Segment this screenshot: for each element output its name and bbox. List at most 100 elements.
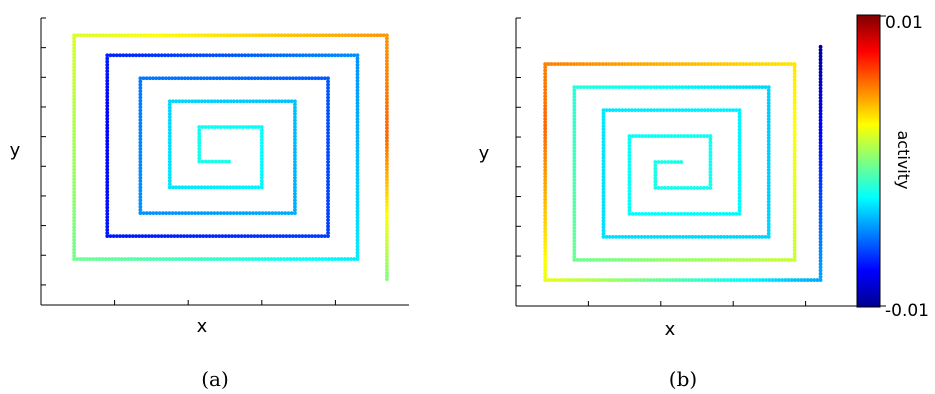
spiral-point-a (138, 95, 143, 100)
spiral-point-b (597, 62, 602, 66)
spiral-point-b (572, 203, 577, 208)
spiral-point-b (783, 258, 787, 262)
spiral-point-b (572, 139, 577, 144)
spiral-point-b (601, 212, 606, 217)
spiral-point-a (105, 186, 110, 191)
spiral-point-b (627, 186, 632, 190)
spiral-point-a (72, 65, 77, 70)
spiral-point-b (655, 85, 660, 90)
spiral-point-a (241, 211, 246, 216)
spiral-point-a (326, 127, 330, 132)
spiral-point-b (601, 222, 606, 227)
spiral-point-a (293, 176, 297, 180)
spiral-point-a (385, 113, 389, 118)
spiral-point-b (818, 243, 823, 247)
spiral-point-b (630, 234, 634, 239)
spiral-point-a (127, 53, 132, 58)
spiral-point-b (763, 234, 768, 239)
spiral-point-a (206, 99, 211, 104)
spiral-point-b (572, 117, 577, 122)
spiral-point-a (346, 33, 351, 38)
spiral-point-a (385, 209, 389, 214)
spiral-point-b (543, 262, 548, 266)
spiral-point-a (385, 200, 389, 205)
spiral-point-a (232, 99, 236, 104)
spiral-point-b (766, 174, 771, 179)
spiral-point-b (601, 158, 606, 163)
spiral-point-a (72, 244, 77, 249)
spiral-point-a (138, 153, 143, 158)
spiral-point-b (728, 258, 733, 262)
spiral-point-a (378, 33, 383, 38)
spiral-point-a (167, 211, 172, 216)
spiral-point-b (669, 160, 674, 164)
spiral-point-b (702, 134, 706, 138)
spiral-point-b (780, 278, 785, 282)
spiral-point-a (326, 192, 330, 197)
spiral-point-b (818, 153, 823, 158)
spiral-point-a (355, 85, 360, 90)
spiral-point-b (766, 136, 771, 141)
spiral-point-a (355, 218, 360, 223)
spiral-point-a (192, 76, 197, 81)
spiral-point-b (677, 62, 682, 66)
spiral-point-b (766, 97, 771, 102)
spiral-point-b (572, 107, 577, 112)
spiral-point-a (72, 180, 77, 185)
spiral-point-b (789, 62, 794, 66)
spiral-point-a (167, 128, 172, 132)
spiral-point-b (708, 176, 713, 181)
spiral-point-a (138, 179, 143, 183)
spiral-point-a (72, 186, 77, 191)
spiral-point-a (105, 192, 110, 197)
spiral-point-b (708, 143, 713, 148)
spiral-point-b (696, 258, 701, 262)
spiral-point-b (818, 99, 823, 104)
spiral-point-a (385, 94, 389, 99)
spiral-point-b (738, 278, 743, 282)
spiral-point-b (792, 100, 797, 105)
spiral-point-a (231, 185, 236, 190)
spiral-point-a (225, 125, 230, 129)
spiral-point-a (105, 104, 110, 108)
spiral-point-b (565, 62, 570, 66)
spiral-point-b (751, 62, 755, 66)
spiral-point-a (167, 172, 172, 177)
spiral-point-b (659, 211, 664, 216)
spiral-point-b (737, 114, 742, 119)
spiral-point-a (105, 94, 110, 99)
spiral-point-b (805, 278, 810, 282)
spiral-point-a (138, 98, 143, 103)
spiral-point-b (818, 134, 823, 139)
spiral-point-b (633, 211, 638, 216)
spiral-point-b (760, 85, 765, 90)
spiral-point-b (692, 134, 697, 138)
spiral-point-b (779, 62, 784, 66)
spiral-point-b (783, 278, 788, 282)
spiral-point-b (543, 278, 548, 282)
spiral-point-b (818, 118, 823, 123)
spiral-point-a (100, 257, 105, 261)
spiral-point-b (626, 62, 631, 66)
spiral-point-b (572, 136, 577, 141)
spiral-point-b (656, 186, 661, 190)
spiral-point-b (712, 234, 717, 239)
spiral-point-a (72, 193, 77, 198)
spiral-point-b (642, 108, 647, 113)
spiral-point-b (747, 62, 752, 66)
spiral-point-b (601, 177, 606, 182)
spiral-point-a (118, 53, 122, 58)
spiral-point-a (307, 53, 312, 58)
spiral-point-b (591, 278, 596, 282)
spiral-point-a (343, 33, 348, 38)
spiral-point-a (72, 161, 77, 166)
spiral-point-a (202, 185, 207, 190)
spiral-point-b (818, 274, 823, 279)
spiral-point-a (214, 76, 219, 81)
spiral-point-a (355, 171, 360, 176)
spiral-point-a (175, 234, 180, 239)
spiral-point-a (281, 53, 286, 58)
spiral-point-a (72, 206, 77, 210)
spiral-point-a (72, 190, 77, 194)
spiral-point-a (259, 141, 264, 145)
